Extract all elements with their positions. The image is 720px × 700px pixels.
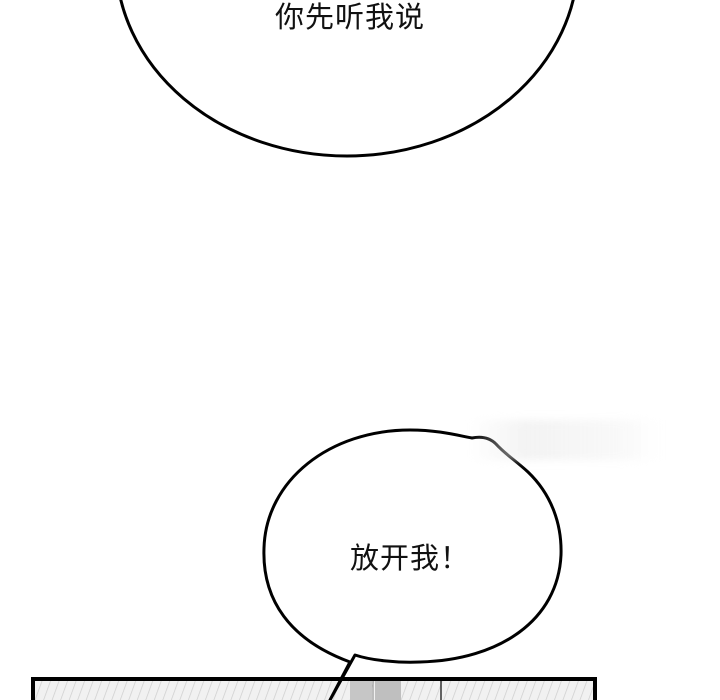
speech-bubble-top <box>119 0 575 158</box>
gray-smudge <box>470 420 660 460</box>
panel-frame <box>31 677 597 700</box>
speech-text-bottom: 放开我！ <box>349 541 470 575</box>
speech-text-top: 你先听我说 <box>274 0 425 34</box>
